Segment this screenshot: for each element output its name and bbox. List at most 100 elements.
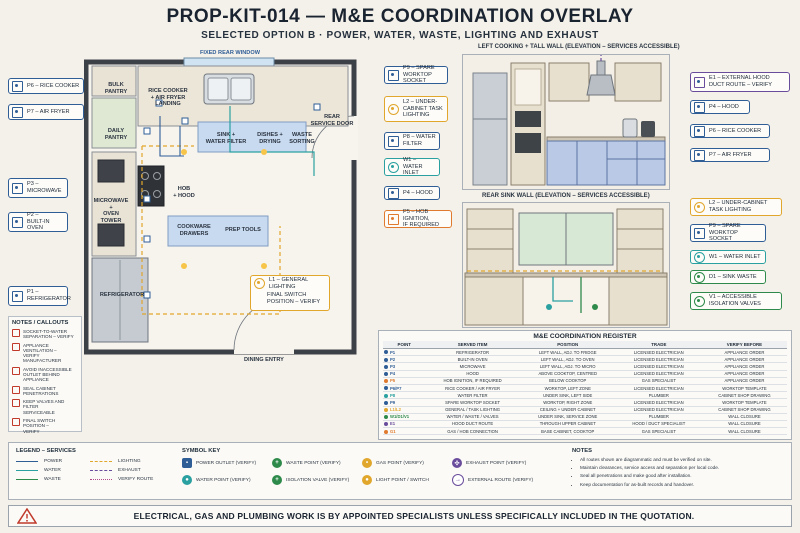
power-outlet-icon bbox=[12, 290, 23, 302]
callout-p9[interactable]: P9 – SPARE WORKTOP SOCKET bbox=[384, 65, 448, 84]
light-bulb-icon bbox=[254, 278, 265, 290]
waste-point-icon: + bbox=[272, 458, 282, 468]
callout-p8[interactable]: P8 – WATER FILTER bbox=[384, 132, 440, 150]
cell-position: LEFT WALL, ADJ. TO FRIDGE bbox=[519, 348, 616, 357]
cell-item: WATER FILTER bbox=[425, 391, 520, 400]
power-outlet-icon bbox=[388, 69, 399, 81]
elev-callout-l2[interactable]: L2 – UNDER-CABINET TASK LIGHTING bbox=[690, 198, 782, 216]
notes-callouts-box: NOTES / CALLOUTS SOCKET-TO-WATER SEPARAT… bbox=[8, 316, 82, 434]
cell-item: SPARE WORKTOP SOCKET bbox=[425, 398, 520, 407]
power-outlet-icon bbox=[694, 149, 705, 161]
elev-callout-w1[interactable]: W1 – WATER INLET bbox=[690, 250, 766, 264]
cell-item: HOOD DUCT ROUTE bbox=[425, 420, 520, 429]
general-notes: NOTES All routes shown are diagrammatic … bbox=[572, 448, 786, 489]
note-item: APPLIANCE VENTILATION – VERIFY MANUFACTU… bbox=[12, 342, 78, 364]
warning-icon bbox=[12, 342, 20, 351]
callout-p5[interactable]: P5 – HOB IGNITION, IF REQUIRED bbox=[384, 209, 452, 228]
waste-point-icon bbox=[694, 271, 705, 283]
entry-label: DINING ENTRY bbox=[244, 357, 284, 363]
point-code: G1 bbox=[390, 428, 396, 434]
cell-verify: APPLIANCE ORDER bbox=[701, 370, 787, 378]
symbol-item: ✣EXHAUST POINT (VERIFY) bbox=[452, 458, 562, 468]
callout-p6[interactable]: P6 – RICE COOKER bbox=[8, 78, 84, 94]
callout-p2[interactable]: P2 – BUILT-IN OVEN bbox=[8, 212, 68, 232]
gas-point-icon: • bbox=[362, 458, 372, 468]
point-dot-icon bbox=[384, 422, 388, 427]
cell-position: BASE CABINET, COOKTOP bbox=[519, 427, 616, 436]
point-dot-icon bbox=[384, 400, 388, 405]
point-dot-icon bbox=[384, 393, 388, 398]
point-code: P9 bbox=[390, 399, 396, 405]
callout-p1[interactable]: P1 – REFRIGERATOR bbox=[8, 286, 71, 306]
legend-swatch bbox=[16, 461, 38, 462]
point-code: P1 bbox=[390, 349, 396, 355]
legend-bar bbox=[8, 442, 792, 500]
register-panel: M&E COORDINATION REGISTER POINT SERVED I… bbox=[378, 330, 792, 440]
symbol-item: +WASTE POINT (VERIFY) bbox=[272, 458, 362, 468]
cell-verify: CABINET SHOP DRAWING bbox=[701, 406, 787, 414]
point-cell: P4 bbox=[383, 370, 426, 378]
elev-callout-p7[interactable]: P7 – AIR FRYER bbox=[690, 148, 770, 162]
elev-callout-v1[interactable]: V1 – ACCESSIBLE ISOLATION VALVES bbox=[690, 292, 782, 310]
point-dot-icon bbox=[384, 386, 388, 391]
page-subtitle: SELECTED OPTION B · POWER, WATER, WASTE,… bbox=[201, 30, 599, 41]
note-item: SEAL CABINET PENETRATIONS bbox=[12, 385, 78, 397]
elev-callout-e1[interactable]: E1 – EXTERNAL HOOD DUCT ROUTE – VERIFY bbox=[690, 72, 790, 92]
cell-verify: APPLIANCE ORDER bbox=[701, 362, 787, 371]
callout-l1[interactable]: L1 – GENERAL LIGHTING FINAL SWITCH POSIT… bbox=[250, 275, 330, 311]
column-header: TRADE bbox=[615, 341, 702, 349]
switch-note: FINAL SWITCH POSITION – VERIFY bbox=[267, 292, 321, 306]
elev-right-drawing bbox=[462, 202, 670, 328]
cell-item: GENERAL / TASK LIGHTING bbox=[425, 406, 520, 414]
point-cell: P6/P7 bbox=[383, 384, 426, 393]
room-daily-pantry: DAILY PANTRY bbox=[104, 128, 128, 141]
point-dot-icon bbox=[384, 379, 388, 384]
symbol-item: →EXTERNAL ROUTE (VERIFY) bbox=[452, 474, 562, 486]
callout-p7[interactable]: P7 – AIR FRYER bbox=[8, 104, 84, 120]
light-bulb-icon: ● bbox=[362, 475, 372, 485]
power-outlet-icon bbox=[694, 227, 705, 239]
cell-item: RICE COOKER / AIR FRYER bbox=[425, 384, 520, 393]
point-dot-icon bbox=[384, 350, 388, 355]
callout-p3[interactable]: P3 – MICROWAVE bbox=[8, 178, 68, 198]
cell-item: REFRIGERATOR bbox=[425, 348, 520, 357]
register-title: M&E COORDINATION REGISTER bbox=[533, 333, 637, 340]
elev-left-svg bbox=[463, 55, 669, 189]
room-prep-tools: PREP TOOLS bbox=[225, 227, 261, 233]
point-cell: W1/D1/V1 bbox=[383, 413, 426, 421]
point-dot-icon bbox=[384, 364, 388, 369]
power-outlet-icon bbox=[388, 187, 399, 199]
callout-l2[interactable]: L2 – UNDER- CABINET TASK LIGHTING bbox=[384, 96, 448, 122]
warning-triangle-icon bbox=[17, 508, 37, 524]
note-item: FINAL SWITCH POSITION – VERIFY bbox=[12, 417, 78, 434]
legend-item: LIGHTING bbox=[90, 457, 166, 466]
water-point-icon: ● bbox=[182, 475, 192, 485]
elev-callout-d1[interactable]: D1 – SINK WASTE bbox=[690, 270, 766, 284]
cell-verify: APPLIANCE ORDER bbox=[701, 377, 787, 385]
cell-trade: GAS SPECIALIST bbox=[615, 377, 702, 385]
cell-position: UNDER SINK, LEFT SIDE bbox=[519, 391, 616, 400]
callout-p4[interactable]: P4 – HOOD bbox=[384, 186, 440, 200]
point-cell: P3 bbox=[383, 362, 426, 371]
floor-plan-drawing bbox=[84, 57, 358, 355]
elev-callout-p9[interactable]: P9 – SPARE WORKTOP SOCKET bbox=[690, 223, 766, 242]
column-header: POINT bbox=[383, 341, 426, 349]
elev-right-title: REAR SINK WALL (ELEVATION – SERVICES ACC… bbox=[482, 193, 650, 199]
general-notes-title: NOTES bbox=[572, 448, 592, 454]
power-outlet-icon bbox=[694, 125, 705, 137]
elev-callout-p4[interactable]: P4 – HOOD bbox=[690, 100, 750, 114]
floor-plan: BULK PANTRY RICE COOKER + AIR FRYER LAND… bbox=[84, 56, 374, 356]
elev-callout-p6[interactable]: P6 – RICE COOKER bbox=[690, 124, 770, 138]
legend-item: WATER bbox=[16, 466, 90, 475]
callout-w1[interactable]: W1 – WATER INLET bbox=[384, 157, 440, 176]
legend-services: LEGEND – SERVICES POWER LIGHTING WATER E… bbox=[16, 448, 166, 484]
point-dot-icon bbox=[384, 415, 388, 420]
point-code: P4 bbox=[390, 371, 396, 377]
water-point-icon bbox=[694, 251, 705, 263]
cell-position: ABOVE COOKTOP, CENTRED bbox=[519, 370, 616, 378]
point-cell: P1 bbox=[383, 348, 426, 357]
legend-swatch bbox=[16, 470, 38, 471]
room-rice-cooker-landing: RICE COOKER + AIR FRYER LANDING bbox=[148, 88, 188, 108]
